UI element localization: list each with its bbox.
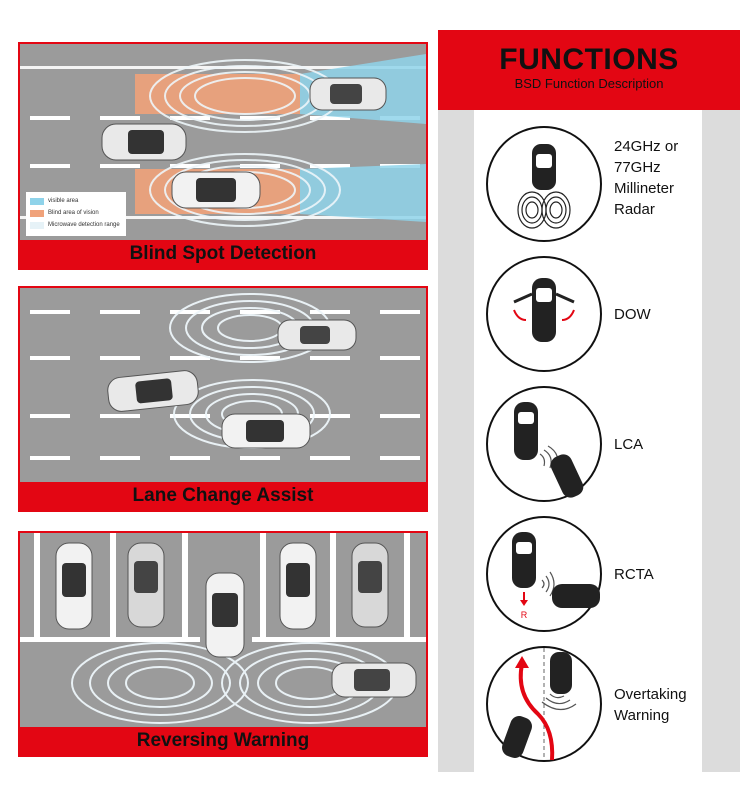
feature-rcta-label: RCTA — [614, 566, 654, 583]
car-icon — [221, 413, 311, 449]
car-icon — [127, 542, 165, 628]
reversing-title: Reversing Warning — [20, 727, 426, 755]
feature-dow: DOW — [474, 254, 702, 384]
feature-radar-label: 24GHz or 77GHz Millineter Radar — [614, 138, 679, 218]
lane-change-title: Lane Change Assist — [20, 482, 426, 510]
map-legend: visible area Blind area of vision Microw… — [26, 192, 126, 236]
door-open-icon — [486, 256, 602, 372]
car-icon — [107, 370, 199, 412]
reverse-gear-badge: R — [521, 610, 528, 620]
feature-radar: 24GHz or 77GHz Millineter Radar — [474, 124, 702, 254]
lane-change-icon — [486, 386, 602, 502]
legend-swatch-visible — [30, 197, 44, 205]
legend-microwave-label: Microwave detection range — [48, 222, 120, 228]
feature-overtaking: Overtaking Warning — [474, 644, 702, 774]
car-icon — [55, 542, 93, 630]
lane-change-assist-panel: Lane Change Assist — [18, 286, 428, 512]
functions-title: FUNCTIONS — [499, 43, 679, 76]
blind-spot-scene — [20, 44, 426, 242]
car-icon — [277, 319, 357, 351]
reversing-warning-panel: Reversing Warning — [18, 531, 428, 757]
feature-overtaking-label: Overtaking Warning — [614, 686, 687, 724]
legend-blind-label: Blind area of vision — [48, 210, 99, 216]
reversing-scene — [20, 533, 426, 729]
legend-swatch-blind — [30, 209, 44, 217]
overtaking-icon — [486, 646, 602, 762]
car-icon — [101, 123, 187, 161]
feature-dow-label: DOW — [614, 306, 651, 323]
feature-rcta: R RCTA — [474, 514, 702, 644]
functions-subtitle: BSD Function Description — [514, 76, 664, 91]
feature-lca: LCA — [474, 384, 702, 514]
rear-cross-traffic-icon: R — [486, 516, 602, 632]
legend-swatch-microwave — [30, 221, 44, 229]
functions-column: FUNCTIONS BSD Function Description 24GHz… — [438, 30, 740, 772]
blind-spot-detection-panel: visible area Blind area of vision Microw… — [18, 42, 428, 270]
functions-header: FUNCTIONS BSD Function Description — [438, 30, 740, 110]
lane-change-scene — [20, 288, 426, 484]
blind-spot-title: Blind Spot Detection — [20, 240, 426, 268]
car-icon — [331, 662, 417, 698]
feature-lca-label: LCA — [614, 436, 644, 453]
car-icon — [279, 542, 317, 630]
radar-car-icon — [486, 126, 602, 242]
car-icon — [309, 77, 387, 111]
car-icon — [171, 171, 261, 209]
car-icon — [351, 542, 389, 628]
legend-visible-label: visible area — [48, 198, 79, 204]
functions-list: 24GHz or 77GHz Millineter Radar DOW — [474, 110, 702, 772]
car-icon — [205, 572, 245, 658]
